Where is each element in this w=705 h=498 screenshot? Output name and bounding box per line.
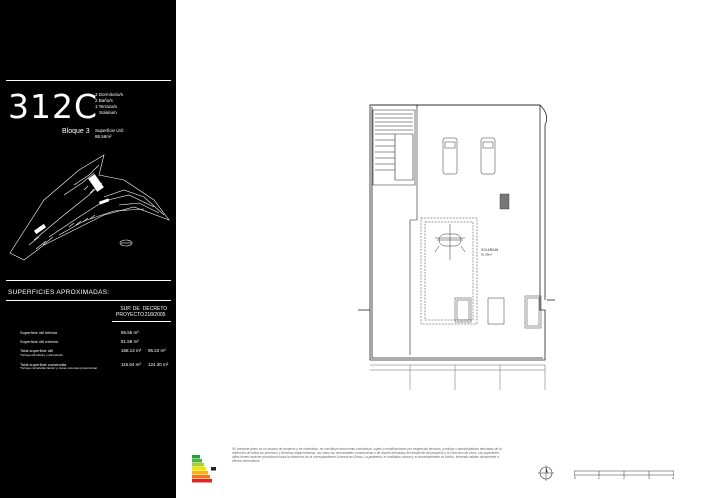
surface-row-sub: *Incluye construida interior y zonas com… — [20, 366, 97, 370]
scale-label: 3 — [648, 476, 650, 480]
surface-row-project: 115.64 m² — [121, 362, 141, 367]
surface-row-project: 86.56 m² — [121, 330, 139, 335]
surface-row-decree: 95.22 m² — [148, 348, 166, 353]
divider — [6, 280, 171, 281]
surfaces-title: SUPERFICIES APROXIMADAS: — [8, 289, 110, 296]
solarium-area: 81.58m² — [481, 253, 492, 257]
divider — [6, 300, 171, 301]
column-header-decree: DECRETO 218/2005 — [142, 306, 168, 318]
site-plan-illustration — [9, 154, 170, 261]
useful-surface: Superficie Útil: 86.56m² — [95, 128, 124, 140]
surface-row-project: 168.14 m² — [121, 348, 142, 353]
legal-disclaimer: *El presente plano es un avance de proye… — [232, 447, 502, 463]
useful-surface-value: 86.56m² — [95, 134, 112, 139]
rooms-item: 1 Terraza/s — [95, 104, 118, 109]
rooms-item: Solarium — [99, 110, 117, 115]
energy-rating-icon — [192, 455, 216, 483]
block-label: Bloque 3 — [62, 128, 90, 135]
surface-row-project: 81.58 m² — [121, 339, 139, 344]
rooms-list: 3 Dormitorio/s 2 Baño/s 1 Terraza/s Sola… — [95, 92, 123, 116]
surface-row-label: Superficie útil interior — [20, 330, 58, 335]
scale-label: 2 — [623, 476, 625, 480]
scale-bar — [574, 470, 674, 476]
scale-label: 1 — [598, 476, 600, 480]
surface-row-label: Superficie útil exterior — [20, 339, 59, 344]
divider — [112, 321, 171, 322]
floor-plan: SOLARIUM 81.58m² — [358, 104, 555, 390]
surface-row-decree: 124.30 m² — [148, 362, 169, 367]
scale-label: 4 — [672, 476, 674, 480]
north-arrow-icon — [538, 465, 554, 481]
useful-surface-label: Superficie Útil: — [95, 128, 125, 133]
surface-row-label: Total superficie útil — [20, 348, 53, 353]
rooms-item: 3 Dormitorio/s — [95, 92, 124, 97]
surface-row-label: Total superficie construida — [20, 362, 67, 367]
rooms-item: 2 Baño/s — [95, 98, 113, 103]
column-header-project: SUP. DE PROYECTO — [116, 306, 144, 318]
solarium-label: SOLARIUM — [481, 248, 498, 252]
divider — [6, 80, 171, 81]
info-sidebar: 312C 3 Dormitorio/s 2 Baño/s 1 Terraza/s… — [0, 0, 176, 498]
surface-row-sub: *Incluye útil interior y útil exterior — [20, 353, 64, 357]
unit-code: 312C — [8, 87, 99, 126]
scale-label: 0 — [574, 476, 576, 480]
